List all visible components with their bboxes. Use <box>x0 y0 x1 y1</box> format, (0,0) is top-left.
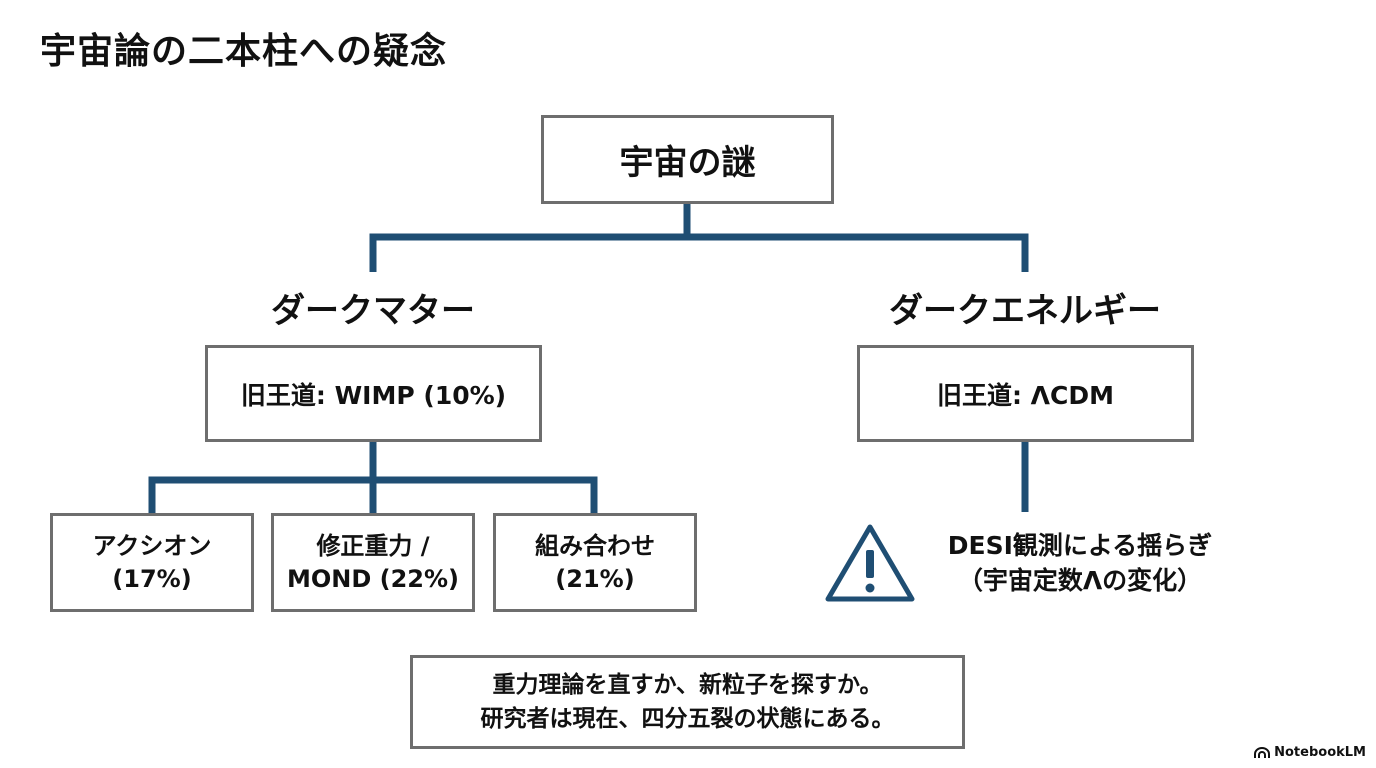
alternative-share: MOND (22%) <box>286 564 460 593</box>
dark-matter-old-paradigm-label: 旧王道: WIMP (10%) <box>240 380 507 410</box>
connector-dm-to-alternatives <box>148 442 598 513</box>
desi-observation-line2: （宇宙定数Λの変化） <box>957 566 1203 595</box>
root-label: 宇宙の謎 <box>619 143 756 183</box>
summary-line1: 重力理論を直すか、新粒子を探すか。 <box>492 671 883 698</box>
root-node: 宇宙の謎 <box>541 115 834 204</box>
alternative-label: 組み合わせ <box>535 532 655 561</box>
notebooklm-logo-icon <box>1254 746 1271 758</box>
dark-energy-heading: ダークエネルギー <box>889 291 1161 331</box>
alternative-modified-gravity: 修正重力 / MOND (22%) <box>271 513 475 612</box>
alternative-share: (17%) <box>112 564 192 593</box>
page-title: 宇宙論の二本柱への疑念 <box>40 31 448 72</box>
dark-energy-old-paradigm-label: 旧王道: ΛCDM <box>936 380 1115 410</box>
warning-icon <box>825 524 915 602</box>
desi-observation: DESI観測による揺らぎ （宇宙定数Λの変化） <box>920 528 1240 598</box>
alternative-label: アクシオン <box>92 532 212 561</box>
desi-observation-line1: DESI観測による揺らぎ <box>947 531 1213 560</box>
alternative-axion: アクシオン (17%) <box>50 513 254 612</box>
dark-matter-heading: ダークマター <box>271 291 475 331</box>
summary-line2: 研究者は現在、四分五裂の状態にある。 <box>480 706 895 732</box>
alternative-combination: 組み合わせ (21%) <box>493 513 697 612</box>
notebooklm-watermark: NotebookLM <box>1254 745 1366 760</box>
connector-root-to-categories <box>369 204 1029 272</box>
alternative-label: 修正重力 / <box>316 532 430 561</box>
brand-name: NotebookLM <box>1274 745 1366 760</box>
alternative-share: (21%) <box>555 564 635 593</box>
dark-matter-old-paradigm: 旧王道: WIMP (10%) <box>205 345 542 442</box>
summary-box: 重力理論を直すか、新粒子を探すか。 研究者は現在、四分五裂の状態にある。 <box>410 655 965 749</box>
dark-energy-old-paradigm: 旧王道: ΛCDM <box>857 345 1194 442</box>
